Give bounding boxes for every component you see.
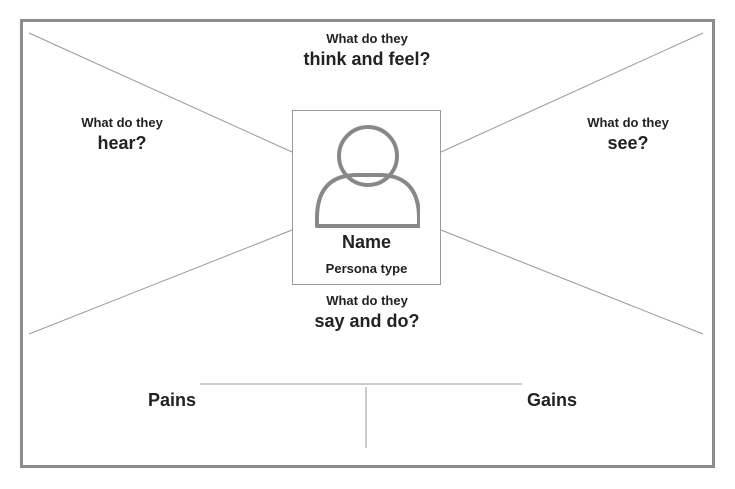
diagonal-bottom-right <box>440 229 704 335</box>
persona-card: Name Persona type <box>292 110 441 285</box>
hear-question-line1: What do they <box>81 115 163 130</box>
see-question: What do they see? <box>568 114 688 155</box>
pains-label: Pains <box>148 390 197 410</box>
diagonal-bottom-left <box>28 229 293 335</box>
say-question-line2: say and do? <box>314 311 420 331</box>
see-question-line2: see? <box>607 133 649 153</box>
hear-question-line2: hear? <box>97 133 147 153</box>
person-icon <box>315 125 420 228</box>
diagonal-top-right <box>440 32 704 153</box>
outer-frame <box>20 19 715 468</box>
think-question-line2: think and feel? <box>303 49 431 69</box>
hear-question: What do they hear? <box>62 114 182 155</box>
gains-label: Gains <box>527 390 578 410</box>
persona-type: Persona type <box>325 261 408 276</box>
diagonal-top-left <box>28 32 293 153</box>
say-question-line1: What do they <box>326 293 408 308</box>
persona-name: Name <box>341 232 392 252</box>
think-and-feel-question: What do they think and feel? <box>267 30 467 71</box>
think-question-line1: What do they <box>326 31 408 46</box>
see-question-line1: What do they <box>587 115 669 130</box>
say-and-do-question: What do they say and do? <box>267 292 467 333</box>
